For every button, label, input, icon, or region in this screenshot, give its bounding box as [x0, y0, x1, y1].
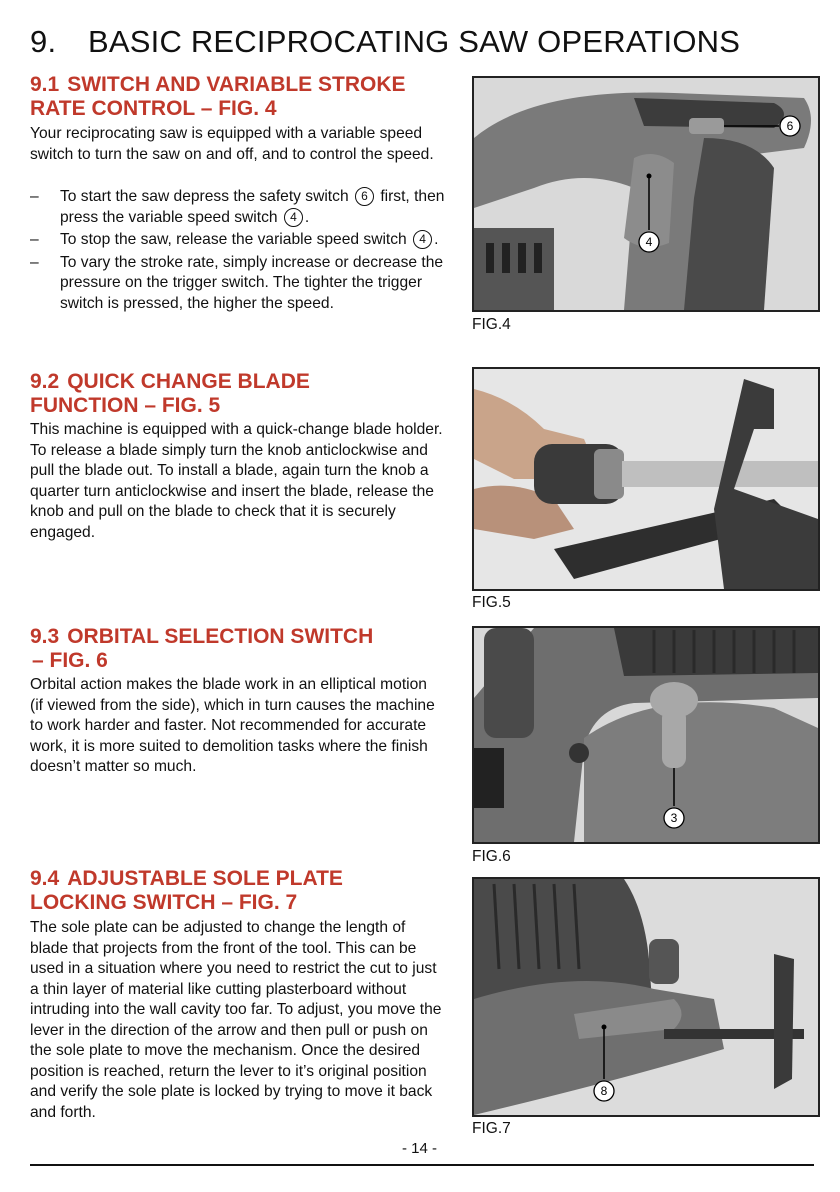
section-number: 9.4	[30, 867, 60, 890]
section-title-line2: FUNCTION – FIG. 5	[30, 394, 221, 417]
section-9-4-text: The sole plate can be adjusted to change…	[30, 919, 442, 1121]
section-title-line2: LOCKING SWITCH – FIG. 7	[30, 891, 298, 914]
section-title-line1: ORBITAL SELECTION SWITCH	[67, 625, 374, 648]
section-number: 9.2	[30, 370, 60, 393]
page-number: - 14 -	[402, 1140, 438, 1157]
heading-number: 9.	[30, 24, 57, 59]
fig4-callout-4: 4	[646, 235, 653, 249]
figure-4-photo: 6 4	[472, 76, 820, 312]
figure-5-photo	[472, 367, 820, 591]
section-title-line1: ADJUSTABLE SOLE PLATE	[67, 867, 343, 890]
page-heading: 9. BASIC RECIPROCATING SAW OPERATIONS	[30, 24, 740, 60]
section-9-1-bullets: –To start the saw depress the safety swi…	[30, 187, 450, 314]
bullet-text: To stop the saw, release the variable sp…	[60, 231, 407, 248]
section-title-line1: SWITCH AND VARIABLE STROKE	[67, 73, 406, 96]
bullet-text: To start the saw depress the safety swit…	[60, 188, 349, 205]
figure-6-label: FIG.6	[472, 848, 511, 865]
figure-4-label: FIG.4	[472, 316, 511, 333]
section-number: 9.1	[30, 73, 60, 96]
section-9-4-title: 9.4 ADJUSTABLE SOLE PLATE LOCKING SWITCH …	[30, 867, 450, 915]
section-9-1-intro: Your reciprocating saw is equipped with …	[30, 125, 434, 163]
heading-text: BASIC RECIPROCATING SAW OPERATIONS	[88, 24, 741, 59]
figure-6-photo: 3	[472, 626, 820, 844]
callout-circle: 4	[283, 207, 303, 227]
bullet-text: .	[434, 231, 439, 248]
section-9-2-text: This machine is equipped with a quick-ch…	[30, 421, 443, 541]
bullet-text: first, then press the variable speed swi…	[60, 188, 445, 226]
section-title-line1: QUICK CHANGE BLADE	[67, 370, 310, 393]
figure-5-label: FIG.5	[472, 594, 511, 611]
section-title-line2: – FIG. 6	[32, 649, 108, 672]
section-9-3-text: Orbital action makes the blade work in a…	[30, 676, 435, 775]
bullet-text: .	[304, 208, 310, 226]
fig6-callout-3: 3	[671, 811, 678, 825]
callout-circle: 4	[413, 230, 433, 249]
section-9-2-title: 9.2 QUICK CHANGE BLADE FUNCTION – FIG. 5	[30, 370, 450, 418]
figure-7-photo: 8	[472, 877, 820, 1117]
bullet-stop: –To stop the saw, release the variable s…	[30, 230, 439, 249]
bullet-start: –To start the saw depress the safety swi…	[30, 187, 445, 227]
bullet-vary: –To vary the stroke rate, simply increas…	[30, 253, 444, 312]
section-number: 9.3	[30, 625, 60, 648]
callout-circle: 6	[354, 187, 374, 206]
fig7-callout-8: 8	[601, 1084, 608, 1098]
bullet-text: To vary the stroke rate, simply increase…	[60, 253, 444, 312]
section-9-3-title: 9.3 ORBITAL SELECTION SWITCH – FIG. 6	[30, 625, 450, 673]
fig4-callout-6: 6	[787, 119, 794, 133]
section-9-1-title: 9.1 SWITCH AND VARIABLE STROKE RATE CONTR…	[30, 73, 450, 121]
figure-7-label: FIG.7	[472, 1120, 511, 1137]
section-title-line2: RATE CONTROL – FIG. 4	[30, 97, 277, 120]
footer-rule	[30, 1164, 814, 1166]
